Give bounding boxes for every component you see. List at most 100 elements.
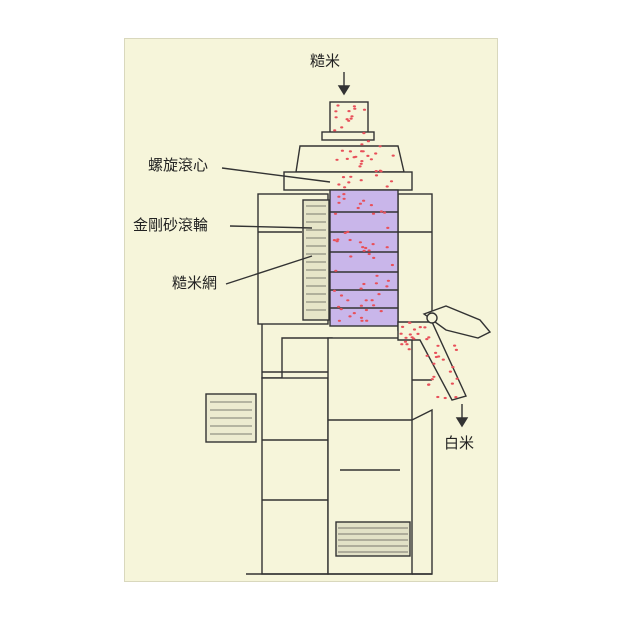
label-rice-screen: 糙米網 [172, 274, 218, 292]
rice-grain [334, 269, 338, 272]
rice-grain [370, 299, 374, 302]
rice-grain [353, 107, 357, 110]
rice-grain [364, 246, 368, 250]
rice-grain [367, 252, 371, 256]
leader-rice-screen [225, 255, 313, 285]
rice-grain [372, 304, 376, 307]
rice-grain [337, 201, 341, 204]
rice-grain [359, 304, 363, 307]
rice-grain [441, 358, 445, 361]
rice-grain [342, 197, 346, 200]
rice-grain [349, 255, 353, 258]
rice-grain [453, 344, 457, 347]
rice-grain [371, 212, 376, 215]
rice-grain [362, 132, 366, 135]
rice-grain [404, 336, 408, 339]
rice-grain [335, 240, 339, 243]
rice-grain [342, 193, 346, 196]
rice-grain [366, 154, 370, 157]
rice-grain [362, 282, 366, 286]
rice-grain [436, 395, 440, 399]
rice-grain [360, 319, 364, 322]
rice-grain [390, 263, 394, 267]
rice-grain [347, 110, 351, 113]
rice-grain [358, 202, 362, 205]
rice-grain [386, 279, 390, 282]
rice-grain [346, 230, 350, 233]
rice-grain [436, 344, 440, 347]
label-white-rice-out: 白米 [444, 434, 475, 452]
rice-grain [432, 362, 436, 365]
rice-grain [345, 118, 349, 121]
rice-grain [369, 158, 373, 161]
rice-grain [430, 378, 434, 381]
rice-grain [337, 319, 341, 322]
base-block [261, 377, 329, 575]
rice-grain [389, 180, 394, 183]
rice-grain [385, 185, 389, 188]
rice-grain [359, 287, 363, 290]
rice-grain [375, 274, 379, 277]
rice-grain [366, 140, 370, 143]
rice-grain [434, 351, 438, 354]
rice-grain [405, 343, 409, 346]
label-brown-rice-in: 糙米 [310, 52, 341, 70]
input-arrow [337, 72, 351, 96]
rice-grain [349, 117, 353, 120]
label-emery-roller: 金剛砂滾輪 [133, 216, 209, 234]
rice-grain [352, 312, 356, 315]
rice-grain [379, 310, 383, 313]
rice-grain [341, 176, 346, 179]
rice-grain [371, 243, 375, 246]
rice-grain [408, 333, 412, 336]
rice-grain [333, 212, 338, 215]
rice-grain [418, 326, 422, 329]
label-screw-roller: 螺旋滾心 [148, 156, 209, 174]
rice-grain [332, 289, 337, 292]
rice-grain [377, 293, 381, 296]
right-housing [397, 193, 433, 331]
rice-grain [358, 165, 362, 168]
rice-grain [352, 156, 356, 159]
rice-grain [385, 246, 389, 249]
rice-grain [349, 175, 353, 178]
rice-grain [367, 249, 371, 252]
rice-grain [336, 104, 340, 107]
rice-grain [427, 383, 431, 386]
rice-grain [348, 150, 352, 153]
rice-grain [350, 115, 354, 118]
rice-grain [454, 396, 458, 399]
rice-grain [335, 158, 339, 161]
rice-grain [339, 308, 343, 311]
leader-screw-roller [221, 167, 331, 183]
rice-grain [336, 238, 340, 241]
rice-grain [454, 348, 458, 351]
rice-grain [427, 336, 431, 339]
rice-grain [356, 206, 360, 210]
rice-grain [364, 308, 368, 312]
rice-grain [359, 316, 364, 319]
rice-grain [374, 170, 378, 173]
rice-grain [379, 210, 383, 213]
rice-grain [345, 157, 349, 160]
rice-grain [401, 325, 405, 328]
rice-grain-flow [332, 104, 459, 400]
rice-grain [378, 145, 382, 148]
rice-grain [334, 110, 338, 113]
drive-pulley [335, 521, 411, 557]
rice-grain [408, 321, 412, 324]
rice-grain [360, 143, 364, 146]
rice-grain [412, 337, 416, 340]
rice-grain [359, 179, 363, 182]
rice-grain [425, 338, 429, 341]
rice-grain [403, 340, 408, 343]
rice-grain [374, 152, 378, 155]
rice-grain [348, 238, 352, 242]
rice-grain [412, 328, 417, 331]
rice-grain [340, 149, 344, 152]
rice-grain [352, 105, 356, 108]
rice-grain [333, 129, 337, 132]
rice-grain [391, 154, 395, 157]
rice-grain [346, 299, 350, 302]
